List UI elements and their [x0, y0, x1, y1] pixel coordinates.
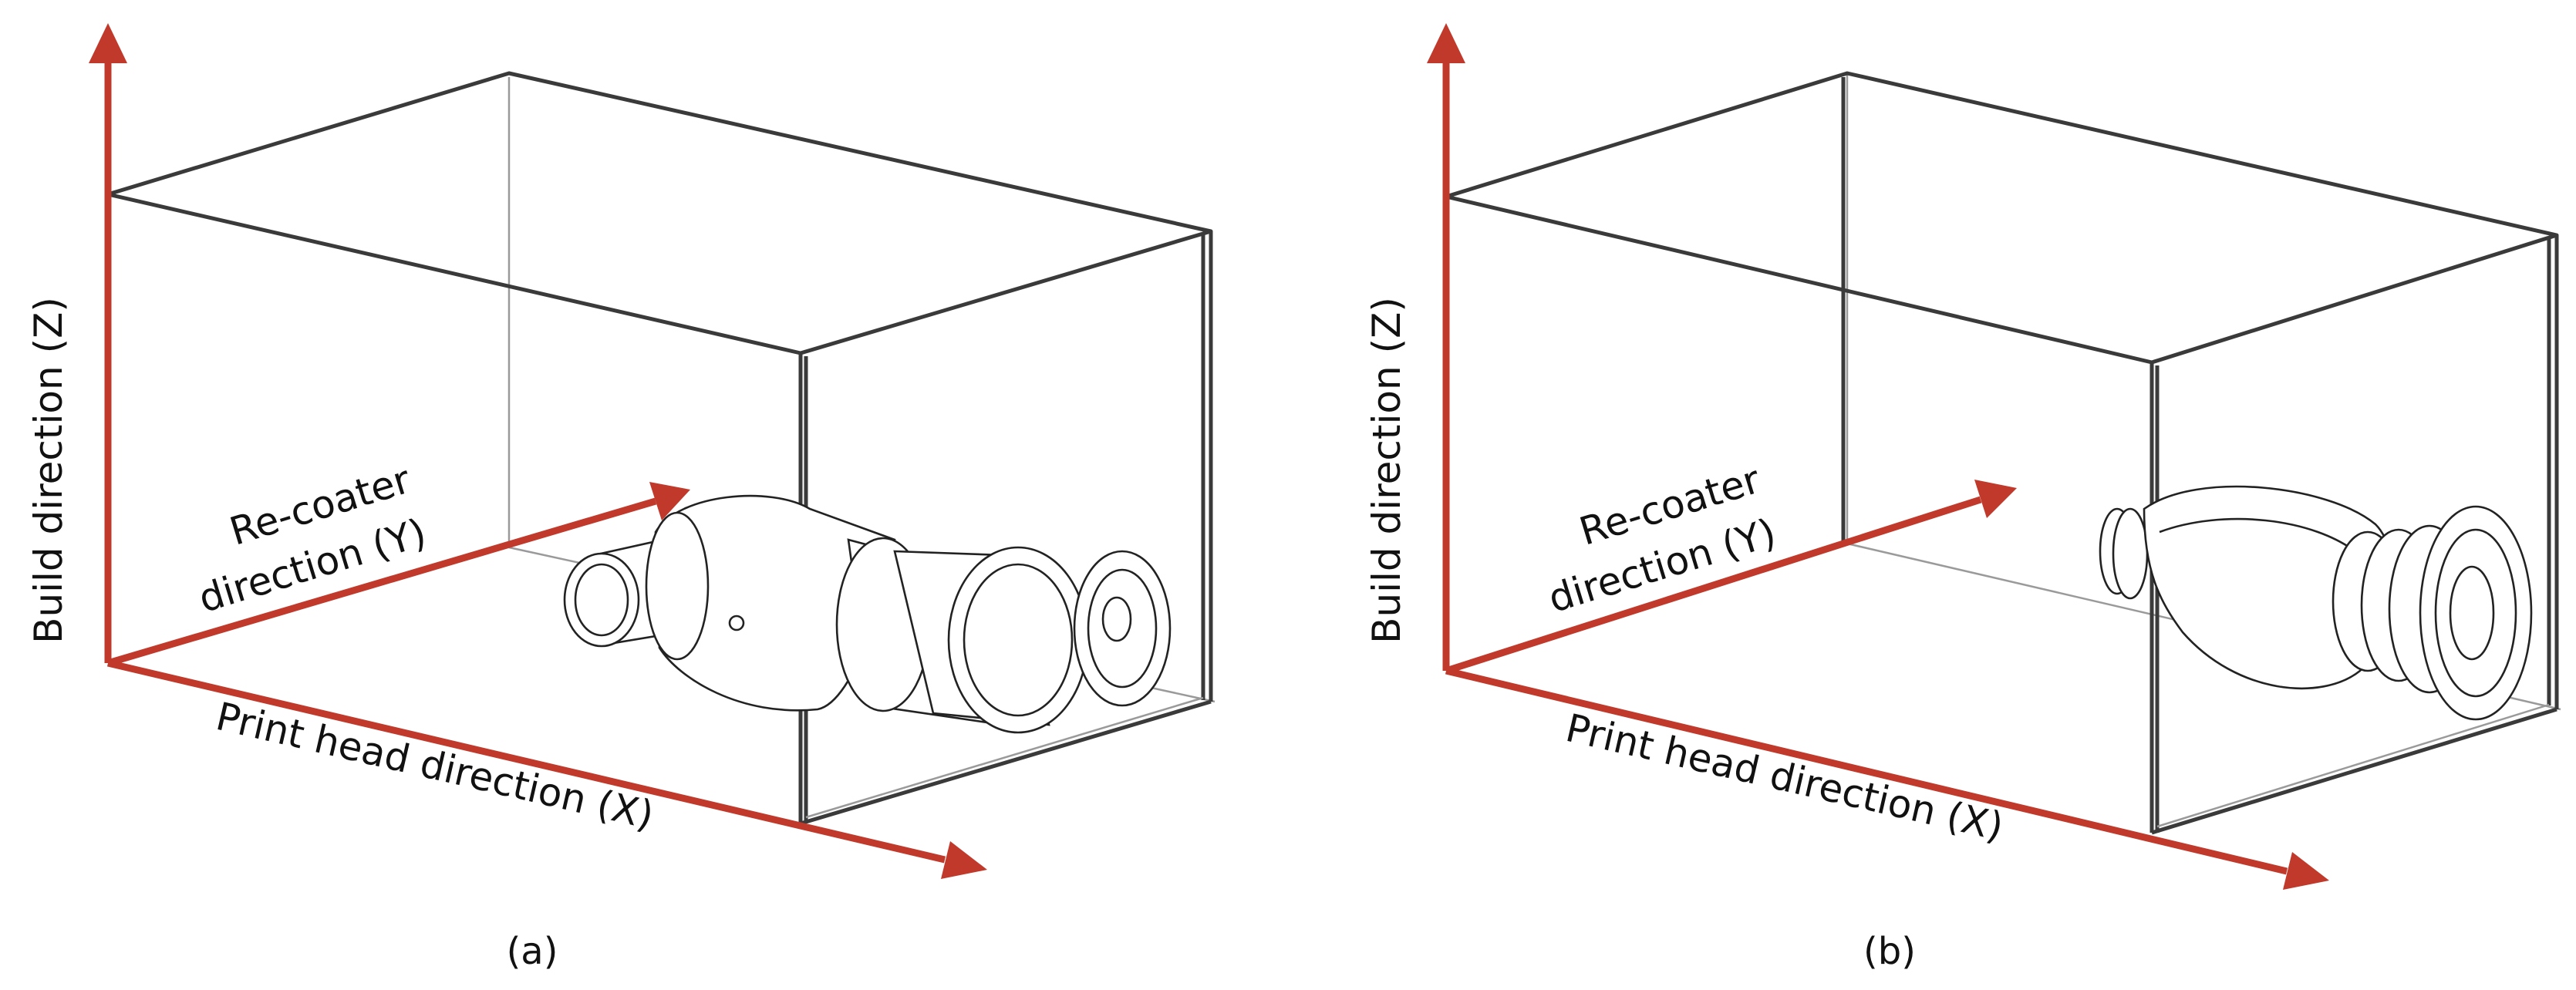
box-a-bottom-right-edge-inner — [805, 696, 1204, 819]
part-a-inlet-face — [563, 552, 640, 648]
box-a-top-face — [106, 71, 1213, 355]
part-b-bore — [2449, 565, 2495, 661]
panel-b: Build direction (Z) Re-coater direction … — [1364, 23, 2561, 973]
axis-b-y-head — [1974, 480, 2017, 518]
part-a — [563, 494, 1172, 734]
axis-a-z-head — [89, 23, 127, 63]
axis-b-z-head — [1427, 23, 1465, 63]
part-b-rear-ring-2 — [2112, 507, 2149, 600]
axis-a-x — [106, 659, 946, 864]
axis-a-y — [106, 497, 657, 667]
box-b-bottom-right-edge — [2151, 707, 2557, 835]
part-a-port — [728, 615, 745, 631]
axis-b-x-label: Print head direction (X) — [1562, 705, 2008, 850]
build-box-b — [1444, 71, 2561, 835]
part-a-flange-bore — [1101, 596, 1132, 642]
axes-a — [89, 23, 987, 879]
part-a-bulb-rear — [645, 511, 710, 661]
panel-b-label: (b) — [1863, 930, 1916, 973]
part-a-large-ring — [963, 563, 1074, 717]
axis-a-z-label: Build direction (Z) — [26, 297, 71, 644]
panel-a-label: (a) — [507, 930, 558, 973]
part-a-inlet-bore — [574, 563, 629, 637]
axis-b-x — [1445, 667, 2288, 875]
axes-b — [1427, 23, 2329, 890]
part-b-bulb-edge — [2159, 517, 2361, 556]
axis-a-y-head — [649, 482, 690, 520]
axis-b-z-label: Build direction (Z) — [1364, 297, 1409, 644]
part-b — [2099, 485, 2533, 721]
axis-b-y — [1445, 496, 1982, 675]
axis-b-x-head — [2283, 852, 2329, 890]
axis-a-x-label: Print head direction (X) — [212, 694, 658, 838]
panel-a: Build direction (Z) Re-coater direction … — [26, 23, 1216, 973]
box-b-top-face — [1444, 71, 2559, 365]
axis-a-x-head — [941, 841, 987, 879]
box-b-bottom-right-edge-inner — [2156, 703, 2550, 828]
box-a-bottom-right-edge — [800, 699, 1212, 826]
